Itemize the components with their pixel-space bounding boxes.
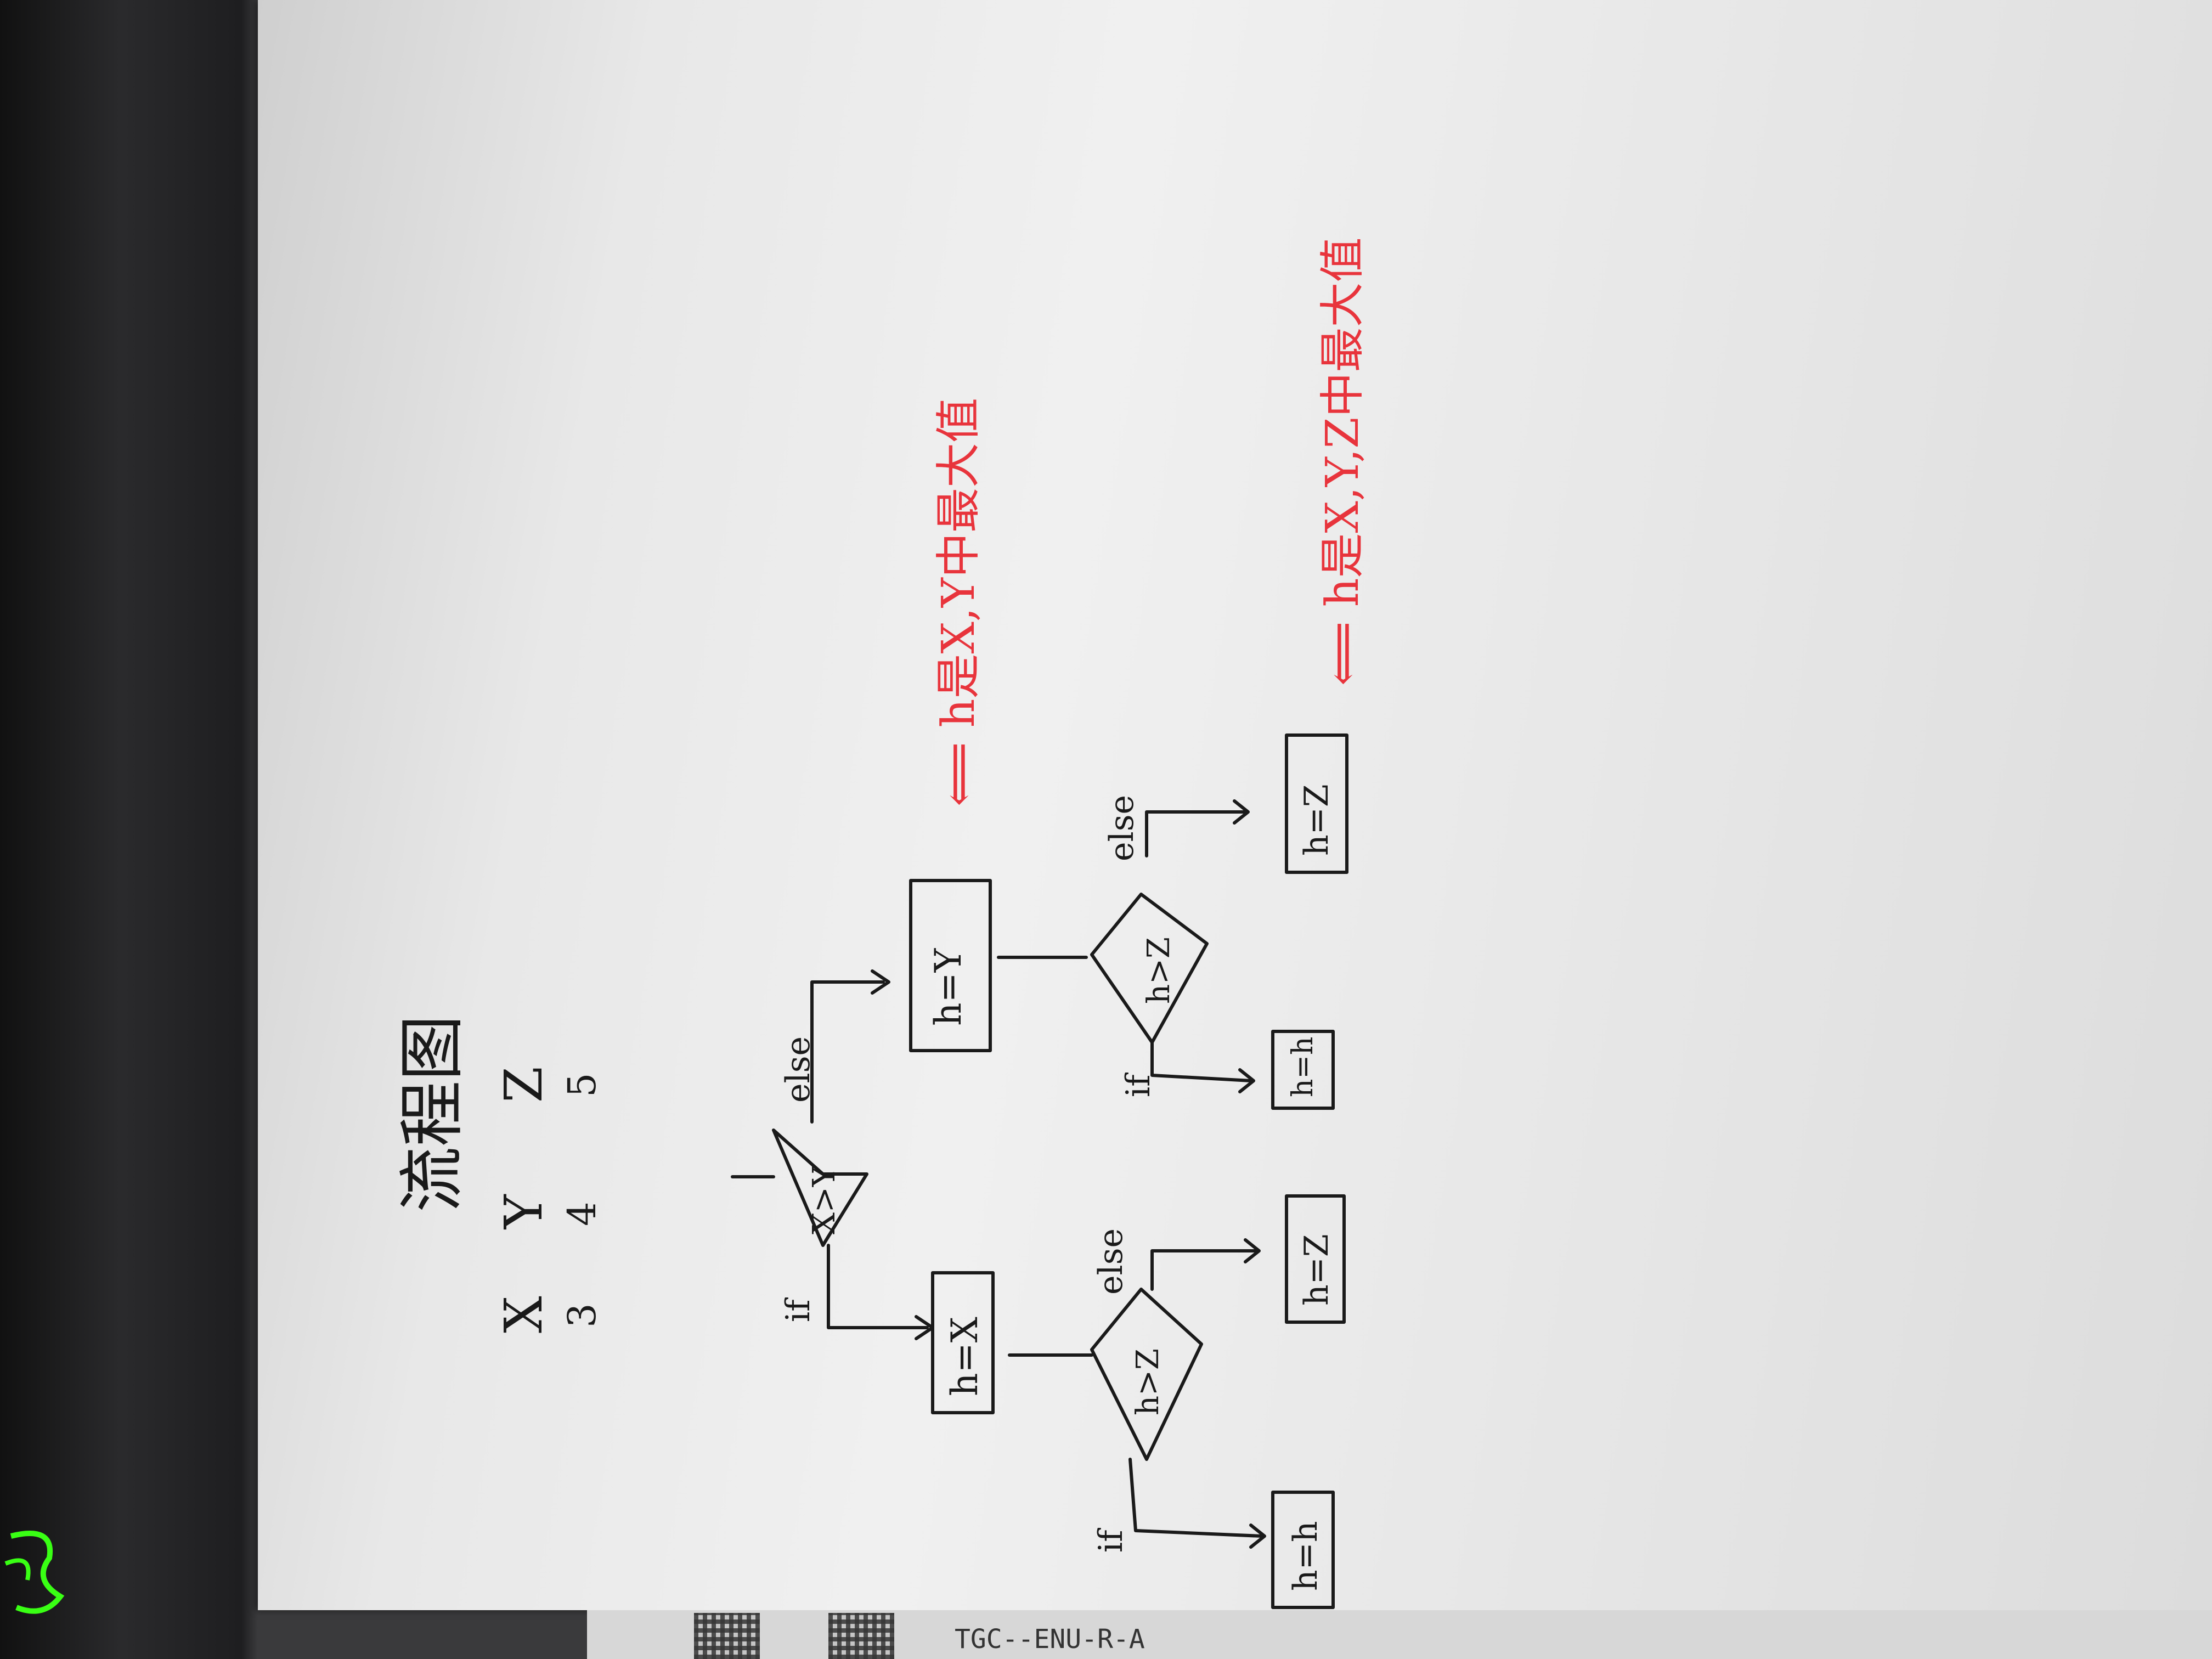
arrow-left-else: [1150, 1249, 1258, 1291]
box-hx-outline: [931, 1271, 995, 1414]
box-hz-right-outline: [1285, 733, 1348, 874]
arrow-right-if: [1150, 1041, 1252, 1082]
green-logo-icon: [4, 1531, 65, 1614]
condition-right-text: h>Z: [1141, 937, 1177, 1004]
arrow-else-to-hy: [810, 980, 885, 1124]
box-hz-right-text: h=Z: [1297, 784, 1336, 856]
annotation-max-xy: ⟸ h是X,Y中最大值: [933, 397, 985, 806]
box-hh-left-text: h=h: [1286, 1521, 1325, 1591]
page-title: 流程图: [394, 1015, 471, 1212]
box-hh-left-outline: [1271, 1491, 1335, 1609]
qr-code-right: [828, 1613, 894, 1659]
box-hx-text: h=X: [944, 1317, 986, 1396]
variable-z-value: 5: [560, 1073, 605, 1097]
box-hy-text: h=Y: [927, 948, 969, 1026]
variable-x-name: X: [494, 1296, 554, 1333]
arrow-left-if: [1128, 1458, 1263, 1538]
box-hz-left-outline: [1285, 1194, 1346, 1324]
device-label-text: TGC--ENU-R-A: [955, 1624, 1145, 1655]
arrow-if-to-hx: [827, 1244, 929, 1329]
branch-else-right: else: [1103, 795, 1141, 861]
paper-sheet: [258, 0, 2212, 1610]
decision-diamond-left: [1090, 1288, 1203, 1461]
qr-code-left: [694, 1613, 760, 1659]
branch-if-left: if: [1092, 1530, 1130, 1553]
variable-y-name: Y: [494, 1194, 554, 1229]
box-hy-outline: [909, 879, 992, 1052]
annotation-max-xyz: ⟸ h是X,Y,Z中最大值: [1317, 237, 1369, 686]
arrow-right-else: [1145, 810, 1247, 857]
decision-diamond-right: [1090, 893, 1209, 1044]
arrowhead-right-else: [1233, 799, 1250, 825]
box-hh-right-outline: [1271, 1030, 1335, 1110]
condition-left-text: h>Z: [1130, 1348, 1166, 1415]
decision-diamond-top: [772, 1128, 868, 1247]
branch-if-right: if: [1119, 1074, 1158, 1097]
condition-top-text: X>Y: [806, 1166, 842, 1234]
arrowhead-left-if: [1249, 1523, 1266, 1549]
arrowhead-left-else: [1244, 1238, 1261, 1263]
variable-x-value: 3: [560, 1303, 605, 1328]
branch-if-top: if: [779, 1299, 817, 1322]
branch-else-left: else: [1092, 1228, 1130, 1295]
branch-else-top: else: [779, 1036, 817, 1103]
variable-z-name: Z: [494, 1066, 554, 1103]
box-hh-right-text: h=h: [1286, 1036, 1319, 1097]
box-hz-left-text: h=Z: [1297, 1234, 1336, 1306]
arrowhead-hy: [871, 969, 890, 995]
flowchart-lines: [0, 0, 2212, 1610]
variable-y-value: 4: [560, 1201, 605, 1226]
arrowhead-right-if: [1238, 1068, 1255, 1093]
